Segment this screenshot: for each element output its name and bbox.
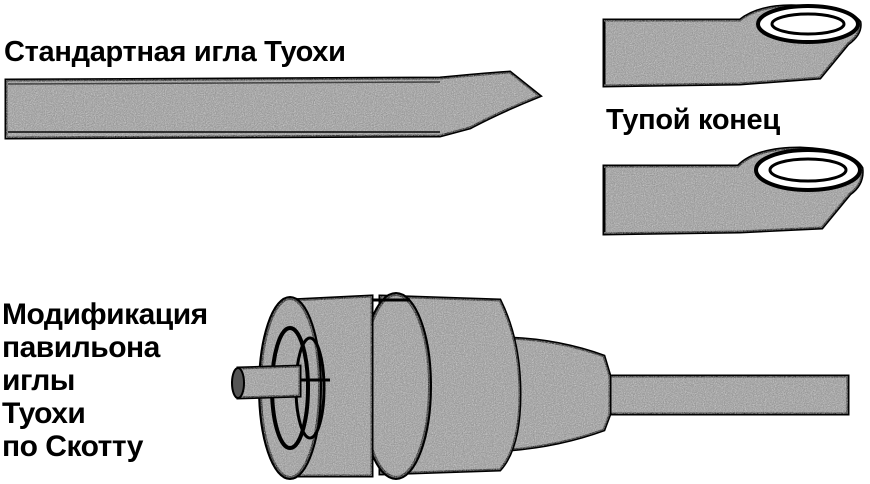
modification-line: Туохи [2, 397, 86, 430]
modification-line: Модификация [2, 298, 208, 331]
modification-line: павильона [2, 331, 160, 364]
scott-modified-hub-illustration [231, 292, 850, 480]
standard-needle-illustration [4, 70, 543, 140]
modification-line: иглы [2, 364, 75, 397]
blunt-end-needle-bottom [602, 146, 864, 236]
blunt-end-label: Тупой конец [606, 104, 780, 136]
blunt-end-needle-top [602, 4, 862, 88]
scott-modification-label: Модификация павильона иглы Туохи по Скот… [2, 298, 208, 463]
modification-line: по Скотту [2, 430, 143, 463]
standard-needle-label: Стандартная игла Туохи [4, 36, 346, 68]
